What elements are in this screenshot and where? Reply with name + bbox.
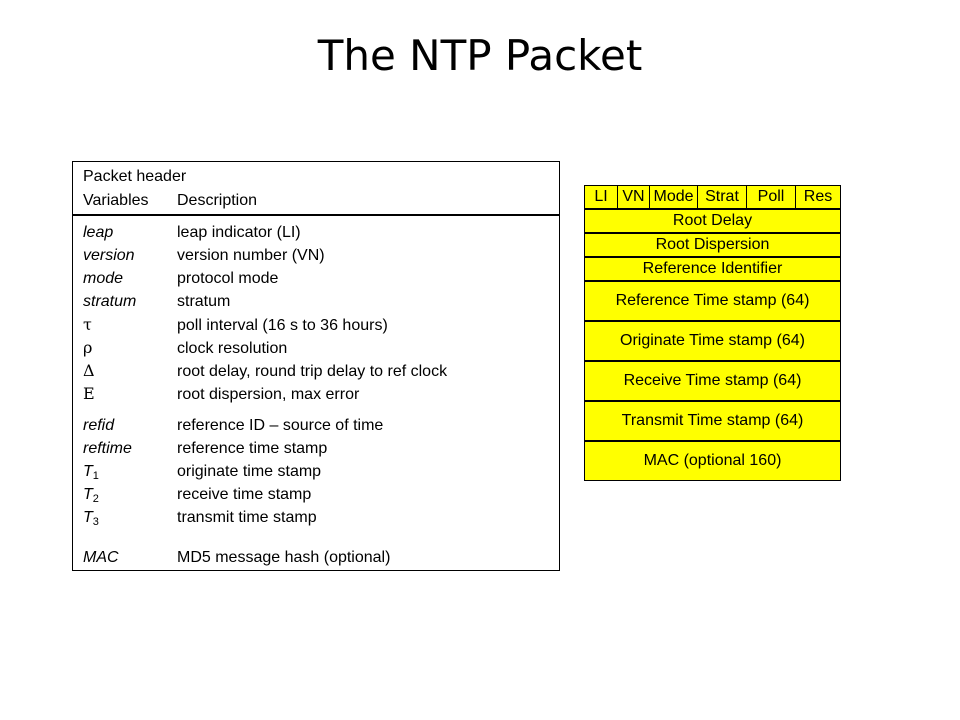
table-row-t3: T3 transmit time stamp <box>83 508 317 532</box>
variable-name: stratum <box>83 293 137 310</box>
packet-block-reference-timestamp: Reference Time stamp (64) <box>584 281 841 321</box>
variable-description: MD5 message hash (optional) <box>177 549 391 566</box>
variable-name: refid <box>83 417 115 434</box>
table-column-headers: Variables Description <box>83 191 257 211</box>
table-row-version: version version number (VN) <box>83 246 325 266</box>
variable-description: protocol mode <box>177 270 279 287</box>
table-row-reftime: reftime reference time stamp <box>83 439 327 459</box>
table-row-t1: T1 originate time stamp <box>83 462 321 486</box>
variable-name: T3 <box>83 509 99 528</box>
column-header-variables: Variables <box>83 192 149 209</box>
packet-block-root-dispersion: Root Dispersion <box>584 233 841 257</box>
packet-block-transmit-timestamp: Transmit Time stamp (64) <box>584 401 841 441</box>
variable-symbol: ρ <box>83 338 93 357</box>
table-header-title: Packet header <box>83 168 187 185</box>
variable-symbol: Ε <box>83 384 95 403</box>
variable-description: leap indicator (LI) <box>177 224 301 241</box>
packet-field-mode: Mode <box>650 186 698 208</box>
packet-field-strat: Strat <box>698 186 747 208</box>
variable-description: root delay, round trip delay to ref cloc… <box>177 363 448 380</box>
packet-block-reference-identifier: Reference Identifier <box>584 257 841 281</box>
page-title: The NTP Packet <box>317 31 643 80</box>
table-row-leap: leap leap indicator (LI) <box>83 223 301 243</box>
packet-block-root-delay: Root Delay <box>584 209 841 233</box>
table-row-refid: refid reference ID – source of time <box>83 416 383 436</box>
variable-description: poll interval (16 s to 36 hours) <box>177 317 388 334</box>
variable-name: MAC <box>83 549 119 566</box>
table-row-tau: τ poll interval (16 s to 36 hours) <box>83 315 388 336</box>
variable-symbol: τ <box>83 315 92 334</box>
variable-name: T1 <box>83 463 99 482</box>
variable-description: reference time stamp <box>177 440 328 457</box>
variable-description: stratum <box>177 293 231 310</box>
variable-name: mode <box>83 270 124 287</box>
variable-description: originate time stamp <box>177 463 322 480</box>
column-header-description: Description <box>177 192 258 209</box>
variable-name: reftime <box>83 440 132 457</box>
variable-description: root dispersion, max error <box>177 386 360 403</box>
packet-field-res: Res <box>803 188 833 205</box>
variable-description: reference ID – source of time <box>177 417 384 434</box>
packet-block-receive-timestamp: Receive Time stamp (64) <box>584 361 841 401</box>
packet-block-originate-timestamp: Originate Time stamp (64) <box>584 321 841 361</box>
variable-symbol: Δ <box>83 361 95 380</box>
packet-field-vn: VN <box>618 186 650 208</box>
table-row-rho: ρ clock resolution <box>83 338 287 359</box>
packet-field-poll: Poll <box>747 186 796 208</box>
variable-description: receive time stamp <box>177 486 312 503</box>
packet-field-row: LI VN Mode Strat Poll Res <box>584 185 841 209</box>
variable-name: leap <box>83 224 114 241</box>
variable-description: version number (VN) <box>177 247 325 264</box>
variable-description: clock resolution <box>177 340 288 357</box>
variable-name: version <box>83 247 135 264</box>
table-row-mac: MAC MD5 message hash (optional) <box>83 548 390 568</box>
packet-field-li: LI <box>585 186 618 208</box>
table-row-t2: T2 receive time stamp <box>83 485 311 509</box>
table-row-stratum: stratum stratum <box>83 292 230 312</box>
table-header: Packet header Variables Description <box>73 162 559 216</box>
table-row-mode: mode protocol mode <box>83 269 278 289</box>
packet-block-mac: MAC (optional 160) <box>584 441 841 481</box>
variable-name: T2 <box>83 486 99 505</box>
variable-description: transmit time stamp <box>177 509 317 526</box>
